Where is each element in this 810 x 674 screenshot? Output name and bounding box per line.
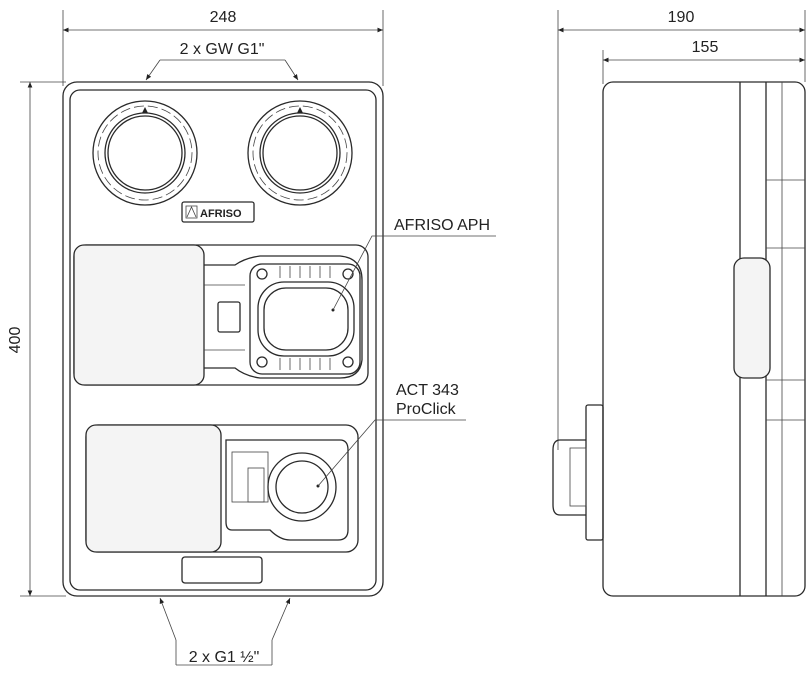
height-dimension-label: 400 — [7, 327, 24, 354]
bottom-window — [181, 556, 263, 584]
afriso-logo: AFRISO — [181, 201, 255, 223]
right-thermometer-dial — [247, 100, 353, 206]
actuator-label-line1: ACT 343 — [396, 382, 459, 399]
total-depth-label: 190 — [668, 9, 695, 26]
top-connections-callout: 2 x GW G1" — [145, 41, 299, 81]
side-body-depth-dimension: 155 — [602, 39, 805, 84]
pump-label: AFRISO APH — [394, 217, 490, 234]
logo-text: AFRISO — [200, 208, 242, 220]
width-dimension: 248 — [62, 9, 384, 86]
pump-panel — [73, 244, 369, 386]
pump-callout: AFRISO APH — [332, 217, 496, 311]
width-dimension-label: 248 — [210, 9, 237, 26]
body-depth-label: 155 — [692, 39, 719, 56]
height-dimension: 400 — [7, 81, 66, 597]
left-thermometer-dial — [92, 100, 198, 206]
side-total-depth-dimension: 190 — [557, 9, 806, 450]
bottom-connections-label: 2 x G1 ½" — [189, 649, 260, 666]
front-housing — [62, 81, 384, 597]
actuator-callout: ACT 343 ProClick — [317, 382, 466, 487]
actuator-label-line2: ProClick — [396, 401, 457, 418]
actuator-panel — [85, 424, 359, 553]
top-connections-label: 2 x GW G1" — [180, 41, 265, 58]
side-view-housing — [552, 81, 806, 597]
bottom-connections-callout: 2 x G1 ½" — [159, 597, 291, 666]
